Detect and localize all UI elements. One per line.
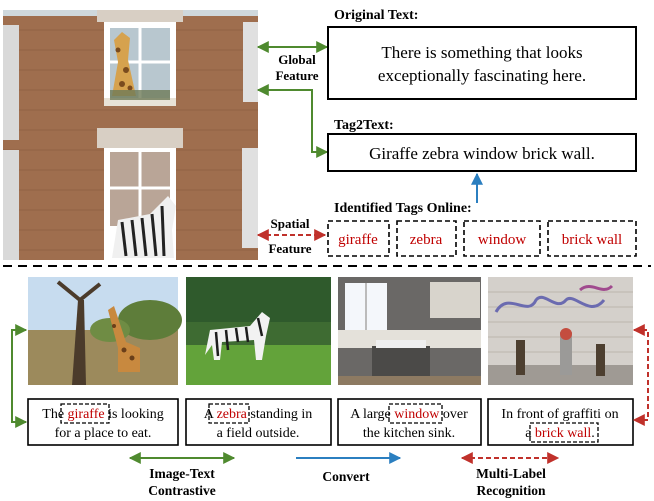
caption-tag-window: window [394, 407, 440, 422]
caption-box-giraffe [27, 398, 179, 446]
global-feature-label-2: Feature [275, 68, 318, 83]
global-feature-label-1: Global [278, 52, 316, 67]
caption-giraffe-line-1: The giraffe is looking [42, 407, 163, 422]
caption-box-window [337, 398, 482, 446]
legend-recognition-label-1: Multi-Label [476, 466, 546, 481]
caption-tag-brick-wall: brick wall [535, 426, 591, 441]
tag-zebra: zebra [410, 232, 443, 248]
tag-box [463, 220, 541, 257]
legend-recognition-label-2: Recognition [477, 483, 546, 498]
original-text-line-1: There is something that looks [381, 43, 582, 62]
legend-contrastive-label-2: Contrastive [148, 483, 216, 498]
tag-box [327, 220, 390, 257]
original-text-line-2: exceptionally fascinating here. [378, 66, 586, 85]
tag-box [547, 220, 637, 257]
tag2text-label: Tag2Text: [334, 118, 394, 133]
caption-tag-zebra: zebra [217, 407, 248, 422]
spatial-feature-label-2: Feature [268, 241, 311, 256]
caption-tag-highlight [388, 403, 443, 424]
zebra-photo [186, 277, 331, 385]
global-feature-connector [308, 89, 329, 158]
caption-brick-wall-line-1: In front of graffiti on [501, 407, 618, 422]
spatial-feature-label-1: Spatial [270, 216, 309, 231]
building-photo [3, 10, 258, 260]
giraffe-photo [28, 277, 182, 385]
caption-brick-wall-line-2: a brick wall. [525, 426, 595, 441]
tag-giraffe: giraffe [338, 232, 378, 248]
tag2text-output: Giraffe zebra window brick wall. [369, 144, 595, 163]
original-text-box [327, 26, 637, 100]
contrastive-bracket [11, 324, 28, 428]
tag2text-box [327, 133, 637, 172]
caption-tag-giraffe: giraffe [68, 407, 105, 422]
tag-brick-wall: brick wall [562, 232, 622, 248]
kitchen-photo [338, 277, 481, 385]
original-text-label: Original Text: [334, 8, 418, 23]
caption-tag-highlight [529, 422, 599, 443]
caption-tag-highlight [60, 403, 110, 424]
caption-box-zebra [185, 398, 332, 446]
tag-box [396, 220, 457, 257]
graffiti-photo [488, 277, 633, 385]
tag-list: giraffe zebra window brick wall [327, 220, 637, 257]
caption-zebra-line-1: A zebra standing in [204, 407, 313, 422]
tag-window: window [478, 232, 527, 248]
caption-tag-highlight [208, 403, 250, 424]
caption-giraffe-line-2: for a place to eat. [55, 426, 152, 441]
legend-convert-label: Convert [322, 469, 370, 484]
caption-window-line-2: the kitchen sink. [363, 426, 455, 441]
identified-tags-label: Identified Tags Online: [334, 201, 472, 216]
legend-contrastive-label-1: Image-Text [149, 466, 215, 481]
caption-zebra-line-2: a field outside. [217, 426, 300, 441]
caption-window-line-1: A large window over [350, 407, 468, 422]
recognition-bracket [632, 324, 649, 426]
